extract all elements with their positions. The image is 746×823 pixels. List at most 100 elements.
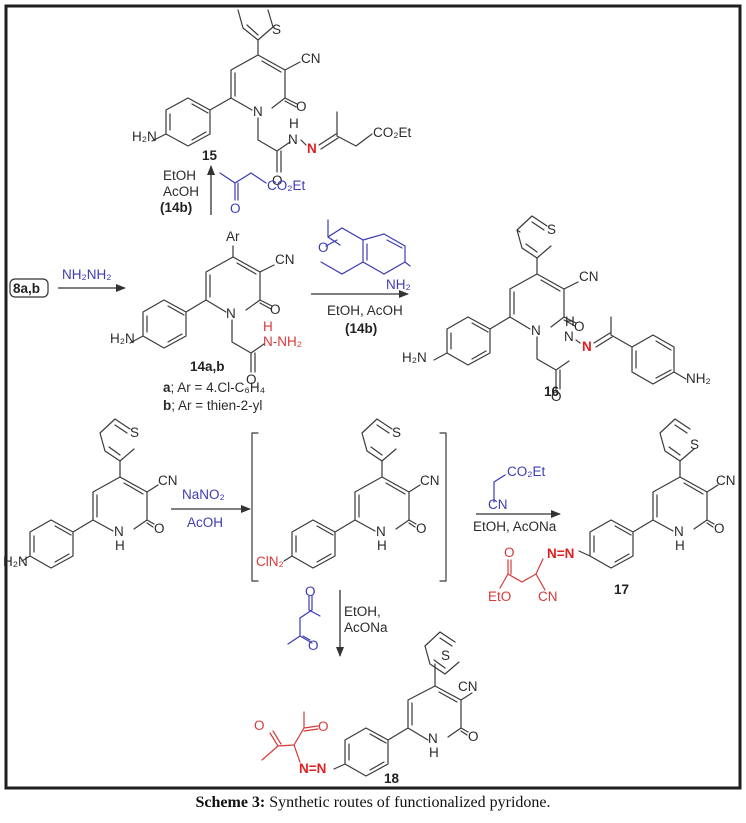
svg-text:O: O: [270, 302, 281, 317]
compound-label: 17: [614, 582, 629, 597]
variant-b-note: b; Ar = thien-2-yl: [163, 398, 262, 413]
start-compound-label: 8a,b: [13, 281, 40, 296]
svg-text:AcOH: AcOH: [163, 184, 199, 199]
svg-text:N: N: [253, 104, 263, 119]
svg-text:S: S: [441, 648, 450, 663]
svg-text:N: N: [582, 339, 592, 354]
conditions-to-17: CO₂Et CN EtOH, AcONa: [473, 464, 557, 534]
svg-text:ClN₂: ClN₂: [256, 554, 284, 569]
svg-text:NH₂: NH₂: [686, 371, 711, 386]
svg-text:N: N: [376, 524, 386, 539]
svg-text:CO₂Et: CO₂Et: [267, 178, 305, 193]
svg-text:H₂N: H₂N: [402, 350, 427, 365]
conditions-to-15: EtOH AcOH (14b) O CO₂Et: [160, 168, 305, 216]
svg-text:N-NH₂: N-NH₂: [263, 334, 302, 349]
compound-label: 15: [202, 148, 218, 163]
svg-text:O: O: [254, 718, 265, 733]
start-compound-box: [9, 278, 49, 298]
svg-text:O: O: [504, 545, 515, 560]
caption-text: Synthetic routes of functionalized pyrid…: [265, 794, 551, 811]
svg-text:O: O: [551, 389, 562, 404]
svg-text:CN: CN: [488, 497, 508, 512]
svg-text:CN: CN: [716, 473, 736, 488]
bracket-left: [251, 432, 259, 582]
svg-text:S: S: [130, 425, 139, 440]
svg-text:H₂N: H₂N: [132, 129, 157, 144]
svg-text:EtOH, AcOH: EtOH, AcOH: [327, 303, 403, 318]
compound-label: 18: [384, 771, 400, 786]
svg-text:(14b): (14b): [345, 321, 377, 336]
conditions-to-16: O NH₂ EtOH, AcOH (14b): [318, 219, 411, 336]
svg-text:S: S: [690, 437, 699, 452]
svg-text:H: H: [263, 319, 273, 334]
svg-text:EtOH: EtOH: [163, 168, 196, 183]
svg-text:N: N: [288, 132, 298, 147]
svg-text:H: H: [377, 538, 387, 553]
compound-label: 16: [544, 384, 560, 399]
compound-diazonium: S N H O CN ClN₂: [256, 418, 440, 569]
svg-text:O: O: [305, 584, 316, 599]
svg-text:H: H: [675, 538, 685, 553]
bracket-right: [439, 432, 447, 582]
svg-text:CN: CN: [275, 252, 295, 267]
variant-a-note: a; Ar = 4.Cl-C₆H₄: [163, 380, 265, 395]
svg-text:CN: CN: [458, 679, 478, 694]
svg-text:Ar: Ar: [226, 229, 240, 244]
compound-label: 14a,b: [190, 359, 225, 374]
svg-text:O: O: [308, 638, 319, 653]
pyridone-ring: [230, 54, 286, 111]
svg-text:N: N: [114, 524, 124, 539]
imine-nitrogen: N: [307, 141, 317, 156]
svg-text:O: O: [272, 173, 283, 188]
svg-text:N: N: [564, 329, 574, 344]
svg-text:N: N: [428, 731, 438, 746]
compound-17: S N H O CN N=N O EtO CN 17: [488, 418, 736, 604]
compound-aminopyridone: S N H O CN H₂N: [3, 418, 178, 569]
compound-18: S N H O CN N=N O O 18: [254, 631, 479, 786]
caption-label: Scheme 3:: [195, 794, 266, 811]
svg-text:CN: CN: [579, 269, 599, 284]
svg-text:O: O: [154, 521, 165, 536]
nitrite-reagent: NaNO₂: [182, 487, 225, 502]
svg-text:NH₂: NH₂: [386, 277, 411, 292]
svg-text:CN: CN: [538, 589, 558, 604]
figure-caption: Scheme 3: Synthetic routes of functional…: [0, 794, 746, 812]
compound-15: S N O CN H₂N O H N N CO₂Et 15: [132, 9, 411, 188]
svg-text:H: H: [565, 314, 575, 329]
svg-text:O: O: [468, 729, 479, 744]
svg-text:CN: CN: [158, 473, 178, 488]
svg-text:CN: CN: [420, 473, 440, 488]
svg-text:O: O: [574, 319, 585, 334]
compound-14: Ar N O CN H₂N O H N-NH₂ 14a,b a; Ar = 4.…: [110, 229, 302, 413]
svg-text:H: H: [429, 745, 439, 760]
conditions-to-18: O O EtOH, AcONa: [287, 584, 388, 653]
svg-text:AcONa: AcONa: [344, 620, 388, 635]
svg-text:N: N: [226, 306, 236, 321]
svg-text:CO₂Et: CO₂Et: [507, 464, 545, 479]
svg-text:CO₂Et: CO₂Et: [373, 125, 411, 140]
svg-text:S: S: [547, 222, 556, 237]
sulfur-label: S: [272, 22, 281, 37]
svg-text:EtOH, AcONa: EtOH, AcONa: [473, 519, 557, 534]
compound-16: S N O CN H₂N O H N N NH₂ 16: [402, 215, 711, 404]
svg-text:O: O: [246, 372, 257, 387]
svg-text:CN: CN: [301, 51, 321, 66]
svg-text:O: O: [416, 521, 427, 536]
svg-text:H₂N: H₂N: [3, 554, 28, 569]
svg-text:(14b): (14b): [160, 200, 192, 215]
svg-text:O: O: [230, 201, 241, 216]
svg-text:O: O: [318, 719, 329, 734]
svg-text:N=N: N=N: [547, 546, 574, 561]
svg-text:EtO: EtO: [488, 589, 511, 604]
svg-text:H₂N: H₂N: [110, 331, 135, 346]
svg-text:N: N: [531, 323, 541, 338]
svg-text:EtOH,: EtOH,: [344, 604, 381, 619]
svg-text:N: N: [674, 524, 684, 539]
svg-text:S: S: [392, 425, 401, 440]
scheme-frame: [4, 4, 742, 790]
svg-text:O: O: [318, 240, 329, 255]
hydrazine-reagent: NH₂NH₂: [62, 267, 111, 282]
acid-reagent: AcOH: [187, 515, 223, 530]
svg-text:H: H: [289, 116, 299, 131]
